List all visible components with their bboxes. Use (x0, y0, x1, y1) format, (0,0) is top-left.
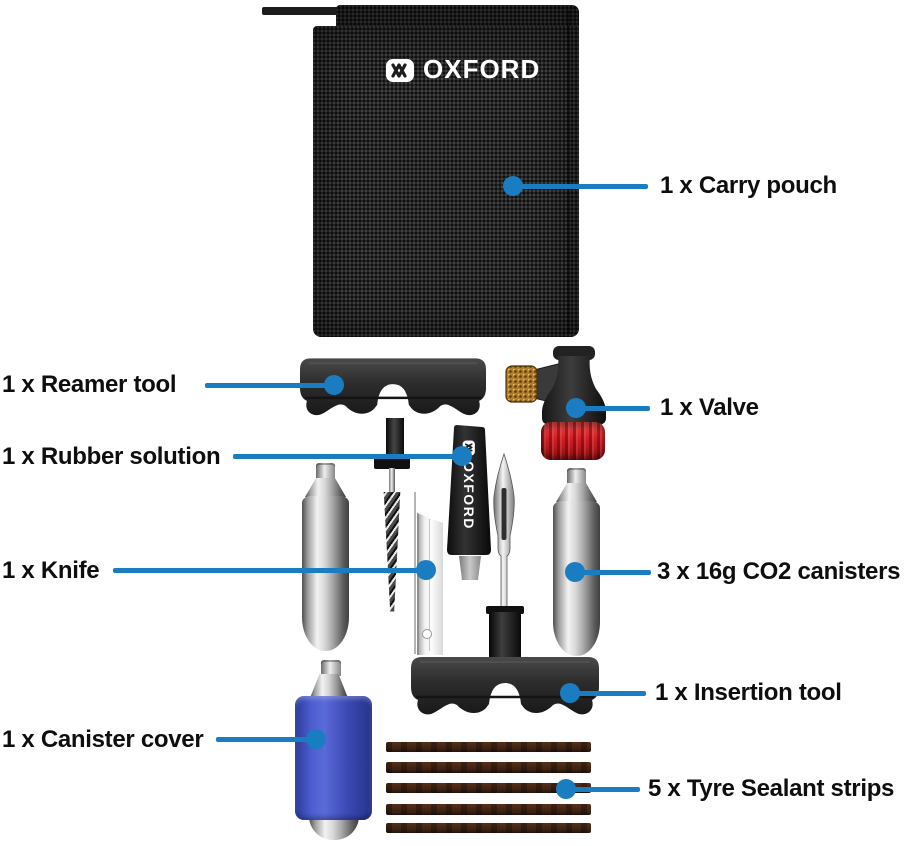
callout-label: 1 x Valve (660, 394, 759, 421)
callout-dot (452, 446, 472, 466)
reamer-shaft-upper (386, 418, 404, 460)
tube-logo-text: OXFORD (461, 461, 477, 530)
oxford-logo-icon (385, 55, 415, 85)
callout-dot (416, 560, 436, 580)
callout-line (570, 691, 646, 696)
covered-canister-neck (321, 660, 341, 676)
valve-red-base (541, 422, 605, 460)
insertion-collar (489, 612, 521, 660)
canister-neck (316, 463, 335, 480)
pouch-logo: OXFORD (385, 54, 540, 85)
valve-brass-connector (505, 365, 538, 403)
reamer-handle (299, 358, 487, 416)
callout-line (233, 454, 463, 459)
callout-line (216, 737, 317, 742)
insertion-collar-lip (486, 606, 524, 614)
callout-label: 5 x Tyre Sealant strips (648, 775, 895, 802)
pouch-fold-line (567, 10, 570, 334)
callout-line (575, 570, 651, 575)
callout-line (113, 568, 427, 573)
tube-cap (459, 556, 481, 580)
canister-cover (295, 696, 372, 820)
reamer-shaft-collar (374, 457, 410, 469)
oxford-logo-text: OXFORD (423, 54, 541, 84)
callout-line (513, 184, 648, 189)
callout-label: 3 x 16g CO2 canisters (657, 558, 901, 585)
knife-hole (422, 629, 432, 639)
knife-blade (417, 513, 443, 655)
reamer-shaft-rod (389, 468, 395, 494)
canister-body (302, 496, 349, 651)
callout-label: 1 x Knife (2, 557, 100, 584)
canister-shoulder (556, 483, 597, 502)
canister-shoulder (305, 478, 346, 497)
sealant-strip (386, 742, 591, 752)
callout-dot (306, 729, 326, 749)
co2-canister-left (302, 463, 349, 653)
carry-pouch-top-tab (336, 5, 579, 29)
knife-ridge (429, 519, 430, 651)
callout-label: 1 x Canister cover (2, 726, 204, 753)
callout-line (205, 383, 335, 388)
callout-line (566, 787, 640, 792)
callout-label: 1 x Rubber solution (2, 443, 221, 470)
sealant-strip (386, 823, 591, 833)
callout-label: 1 x Carry pouch (660, 172, 837, 199)
callout-label: 1 x Reamer tool (2, 371, 177, 398)
sealant-strip (386, 783, 591, 793)
callout-line (576, 406, 650, 411)
knife-edge (414, 492, 416, 654)
callout-label: 1 x Insertion tool (655, 679, 842, 706)
insertion-needle (493, 452, 515, 611)
covered-canister-shoulder (310, 674, 348, 698)
pouch-strap (262, 7, 338, 15)
reamer-spiral (383, 492, 401, 612)
canister-neck (567, 468, 586, 485)
callout-dot (503, 176, 523, 196)
sealant-strip (386, 762, 591, 773)
carry-pouch (313, 26, 579, 337)
sealant-strip (386, 804, 591, 815)
callout-dot (324, 375, 344, 395)
